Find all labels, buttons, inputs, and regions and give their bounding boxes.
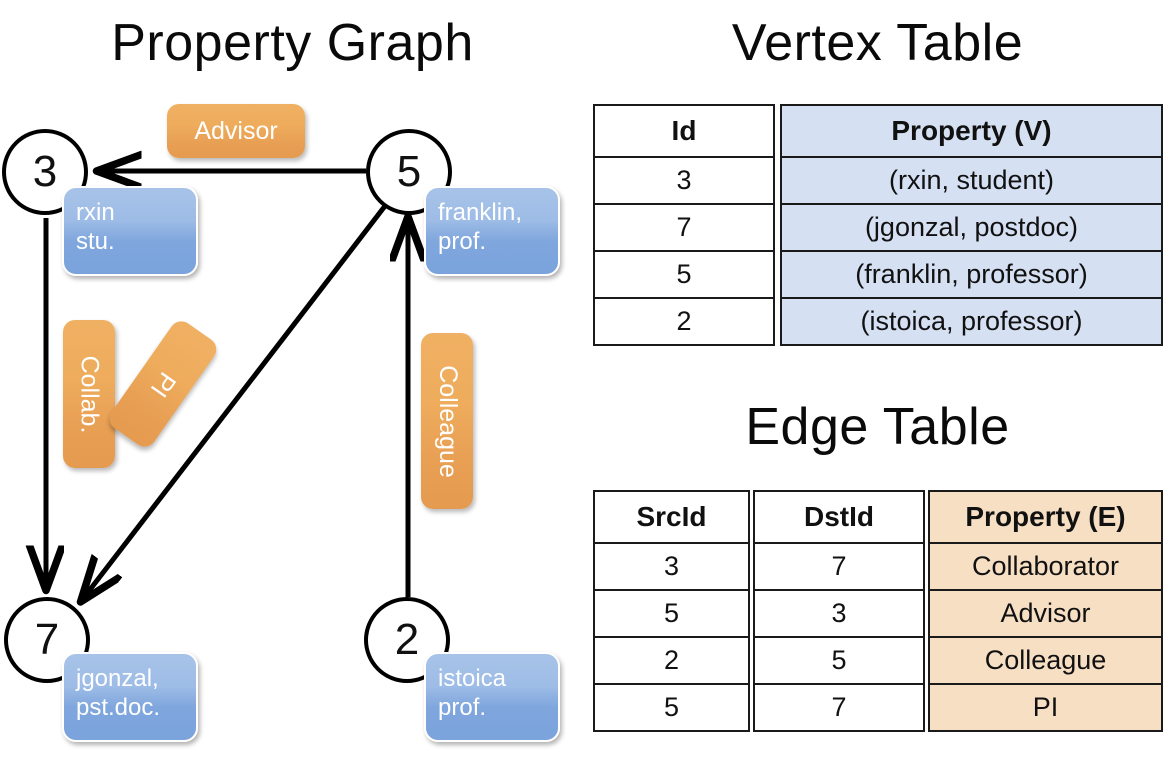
vertex-property-bubble-7: jgonzal, pst.doc. bbox=[62, 652, 198, 742]
edge-table: SrcId 3 5 2 5 DstId bbox=[593, 490, 1163, 732]
edge-table-header-srcid: SrcId bbox=[593, 490, 750, 544]
table-row: 3 bbox=[753, 589, 925, 638]
table-row: 5 bbox=[753, 636, 925, 685]
table-row: 5 bbox=[593, 589, 750, 638]
graph-node-2[interactable]: 2 bbox=[364, 597, 450, 683]
edge-label-advisor: Advisor bbox=[167, 104, 305, 158]
edge-table-cell-srcid: 5 bbox=[593, 589, 750, 638]
vertex-table-cell-property: (jgonzal, postdoc) bbox=[780, 203, 1163, 252]
edge-table-cell-srcid: 5 bbox=[593, 683, 750, 732]
edge-table-header-property: Property (E) bbox=[928, 490, 1163, 544]
edge-table-srcid-column: SrcId 3 5 2 5 bbox=[593, 490, 750, 732]
table-row: 7 bbox=[753, 683, 925, 732]
table-row: Colleague bbox=[928, 636, 1163, 685]
table-row: Collaborator bbox=[928, 542, 1163, 591]
table-row: (rxin, student) bbox=[780, 156, 1163, 205]
vertex-table-cell-id: 2 bbox=[593, 297, 775, 346]
graph-edge-lines bbox=[0, 0, 585, 760]
table-header-row: Property (E) bbox=[928, 490, 1163, 544]
table-row: (franklin, professor) bbox=[780, 250, 1163, 299]
edge-table-cell-dstid: 7 bbox=[753, 683, 925, 732]
edge-label-advisor-text: Advisor bbox=[194, 116, 278, 145]
table-row: 2 bbox=[593, 636, 750, 685]
table-row: 5 bbox=[593, 683, 750, 732]
table-header-row: Id bbox=[593, 104, 775, 158]
vertex-table-cell-id: 3 bbox=[593, 156, 775, 205]
table-row: 3 bbox=[593, 156, 775, 205]
edge-table-dstid-column: DstId 7 3 5 7 bbox=[753, 490, 925, 732]
edge-table-header-dstid: DstId bbox=[753, 490, 925, 544]
vertex-property-bubble-3: rxin stu. bbox=[62, 186, 198, 276]
edge-label-collab-text: Collab. bbox=[75, 355, 104, 433]
vertex-table: Id 3 7 5 2 Property (V) bbox=[593, 104, 1163, 346]
page-title-property-graph: Property Graph bbox=[111, 14, 474, 72]
vertex-table-header-property: Property (V) bbox=[780, 104, 1163, 158]
edge-label-collab: Collab. bbox=[63, 320, 115, 468]
table-row: 7 bbox=[593, 203, 775, 252]
table-row: 3 bbox=[593, 542, 750, 591]
vertex-property-bubble-2: istoica prof. bbox=[424, 652, 560, 742]
edge-label-colleague: Colleague bbox=[421, 333, 473, 509]
edge-table-cell-dstid: 5 bbox=[753, 636, 925, 685]
edge-line-pi bbox=[82, 204, 387, 600]
edge-table-cell-srcid: 3 bbox=[593, 542, 750, 591]
edge-table-cell-srcid: 2 bbox=[593, 636, 750, 685]
table-row: PI bbox=[928, 683, 1163, 732]
vertex-table-cell-property: (istoica, professor) bbox=[780, 297, 1163, 346]
vertex-table-cell-property: (franklin, professor) bbox=[780, 250, 1163, 299]
table-header-row: SrcId bbox=[593, 490, 750, 544]
table-row: Advisor bbox=[928, 589, 1163, 638]
edge-table-property-column: Property (E) Collaborator Advisor Collea… bbox=[928, 490, 1163, 732]
vertex-table-id-column: Id 3 7 5 2 bbox=[593, 104, 775, 346]
table-row: 2 bbox=[593, 297, 775, 346]
table-row: (istoica, professor) bbox=[780, 297, 1163, 346]
table-row: (jgonzal, postdoc) bbox=[780, 203, 1163, 252]
table-header-row: DstId bbox=[753, 490, 925, 544]
page-title-vertex-table: Vertex Table bbox=[731, 14, 1024, 72]
vertex-table-header-id: Id bbox=[593, 104, 775, 158]
vertex-table-cell-id: 7 bbox=[593, 203, 775, 252]
table-row: 7 bbox=[753, 542, 925, 591]
table-row: 5 bbox=[593, 250, 775, 299]
edge-table-cell-property: Colleague bbox=[928, 636, 1163, 685]
table-header-row: Property (V) bbox=[780, 104, 1163, 158]
edge-table-cell-property: Advisor bbox=[928, 589, 1163, 638]
edge-label-pi-text: PI bbox=[145, 366, 182, 402]
page-title-edge-table: Edge Table bbox=[745, 398, 1010, 456]
vertex-table-cell-property: (rxin, student) bbox=[780, 156, 1163, 205]
edge-table-cell-property: PI bbox=[928, 683, 1163, 732]
vertex-table-cell-id: 5 bbox=[593, 250, 775, 299]
edge-table-cell-dstid: 7 bbox=[753, 542, 925, 591]
edge-table-cell-dstid: 3 bbox=[753, 589, 925, 638]
edge-table-cell-property: Collaborator bbox=[928, 542, 1163, 591]
vertex-table-property-column: Property (V) (rxin, student) (jgonzal, p… bbox=[780, 104, 1163, 346]
edge-label-colleague-text: Colleague bbox=[433, 364, 462, 478]
vertex-property-bubble-5: franklin, prof. bbox=[424, 186, 560, 276]
property-graph-diagram: 3 5 7 2 rxin stu. franklin, prof. jgonza… bbox=[0, 0, 585, 760]
